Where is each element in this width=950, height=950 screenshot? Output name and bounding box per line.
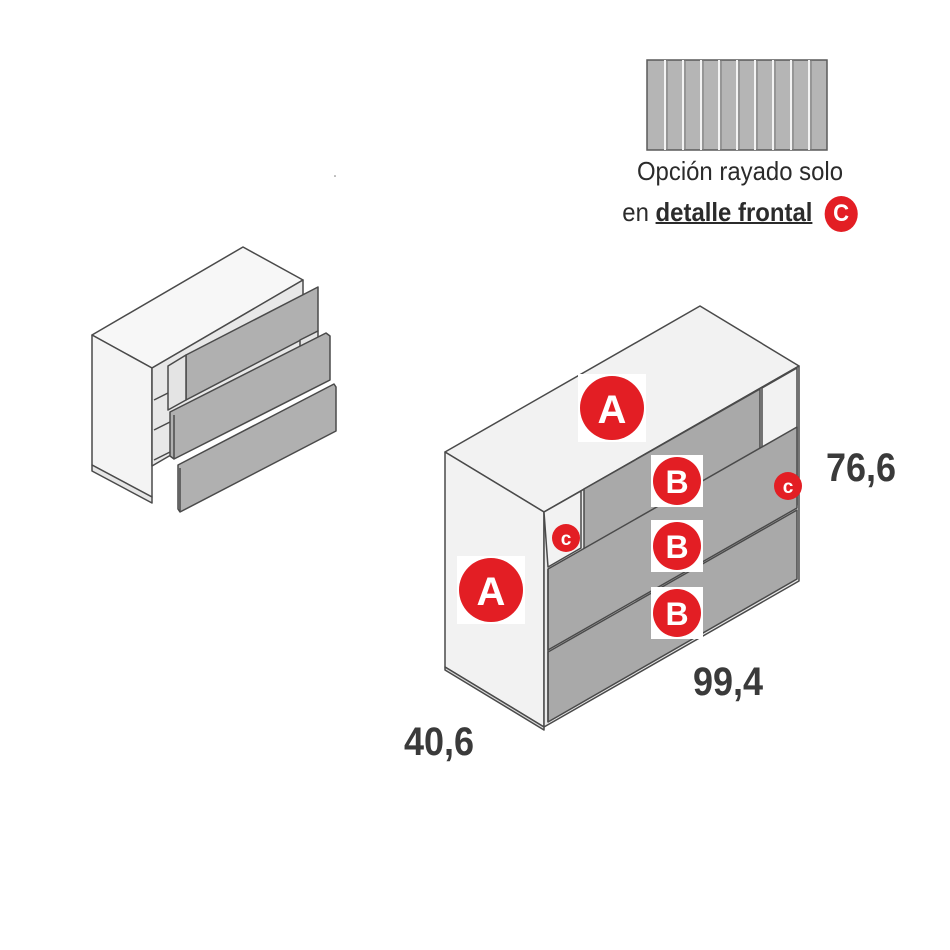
svg-text:B: B	[665, 596, 688, 632]
caption-bold: detalle frontal	[655, 196, 813, 227]
label-side-a: A	[457, 556, 525, 624]
dimension-height: 76,6	[826, 446, 897, 490]
svg-text:B: B	[665, 464, 688, 500]
svg-text:c: c	[783, 477, 794, 498]
svg-text:B: B	[665, 529, 688, 565]
label-drawer-2-b: B	[651, 520, 703, 572]
dimension-width: 99,4	[693, 660, 764, 704]
caption-line-1: Opción rayado solo	[636, 156, 844, 186]
caption-badge-c: C	[824, 196, 858, 232]
label-detail-right-c: c	[774, 472, 802, 500]
label-drawer-1-b: B	[651, 455, 703, 507]
small-dresser	[91, 246, 337, 513]
caption-prefix: en	[622, 196, 649, 227]
label-top-a: A	[578, 374, 646, 442]
svg-text:A: A	[477, 570, 506, 614]
dimension-depth: 40,6	[404, 720, 475, 764]
svg-text:c: c	[561, 529, 572, 550]
svg-text:A: A	[598, 388, 627, 432]
label-drawer-3-b: B	[651, 587, 703, 639]
caption-line-2: en detalle frontal C	[611, 196, 869, 232]
stripe-swatch	[646, 59, 828, 151]
label-detail-left-c: c	[552, 524, 580, 552]
